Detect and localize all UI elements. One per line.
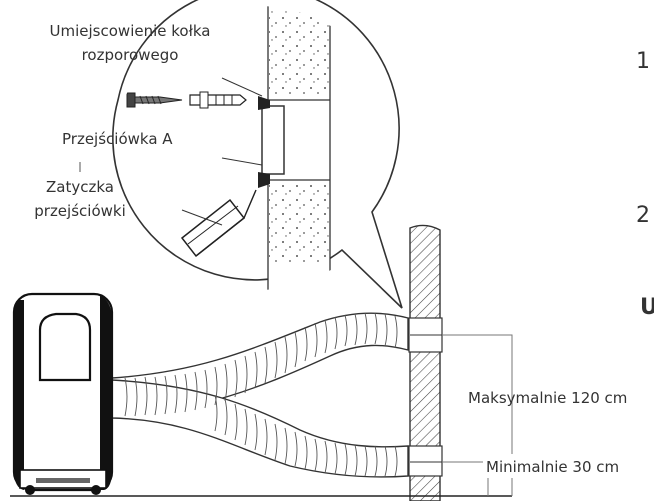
step-2-number: 2: [636, 203, 650, 228]
adapter-plug-label-line1: Zatyczka: [46, 178, 114, 196]
bubble-wall-lower-texture: [269, 183, 329, 263]
anchor-location-label-line1: Umiejscowienie kołka: [50, 22, 211, 40]
wall-plug-icon: [189, 91, 247, 109]
lower-hose-ribs: [214, 394, 398, 477]
lower-flange: [258, 172, 270, 188]
adapter-a-label: Przejściówka A: [62, 130, 173, 148]
exhaust-hoses: [111, 312, 409, 478]
adapter-a-shape: [261, 105, 285, 175]
min-length-label: Minimalnie 30 cm: [486, 458, 619, 476]
adapter-plug-shape: [180, 189, 257, 258]
detail-bubble: [112, 0, 403, 309]
callout-labels: Umiejscowienie kołka rozporowego Przejśc…: [34, 22, 643, 478]
wall: [408, 224, 443, 501]
bubble-wall-upper-texture: [269, 10, 329, 95]
screw-icon: [126, 92, 183, 108]
adapter-plug-label-line2: przejściówki: [34, 202, 126, 220]
heading-fragment: U: [640, 295, 654, 320]
upper-flange: [258, 96, 270, 110]
wheel-left: [25, 485, 35, 495]
cut-off-column-text: 1 2 U: [636, 49, 654, 320]
air-conditioner-unit: [12, 292, 114, 495]
unit-front-window: [38, 312, 92, 382]
upper-hose-ribs: [124, 312, 398, 417]
wheel-right: [91, 485, 101, 495]
max-length-label: Maksymalnie 120 cm: [468, 389, 627, 407]
step-1-number: 1: [636, 49, 650, 74]
anchor-location-label-line2: rozporowego: [82, 46, 179, 64]
